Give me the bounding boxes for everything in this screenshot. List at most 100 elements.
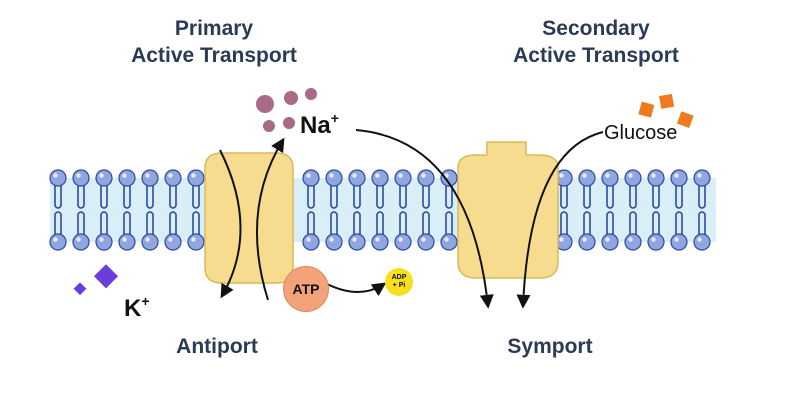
lipid-tail: [652, 184, 660, 209]
lipid-head: [394, 233, 412, 251]
lipid-tail: [698, 211, 706, 236]
lipid-head-highlight: [605, 173, 610, 178]
lipid-head-highlight: [168, 237, 173, 242]
antiport-label: Antiport: [176, 335, 258, 358]
lipid-head: [118, 169, 136, 187]
lipid-head: [417, 233, 435, 251]
lipid-head: [118, 233, 136, 251]
lipid-head-highlight: [329, 173, 334, 178]
lipid-head-highlight: [628, 237, 633, 242]
lipid-tail: [376, 184, 384, 209]
lipid-head-highlight: [122, 237, 127, 242]
primary-pump-protein: [204, 152, 294, 284]
secondary-transport-title: Secondary Active Transport: [466, 15, 726, 69]
lipid-head-highlight: [398, 173, 403, 178]
lipid-tail: [123, 184, 131, 209]
lipid-head-highlight: [306, 237, 311, 242]
lipid-head-highlight: [674, 237, 679, 242]
lipid-head: [164, 169, 182, 187]
lipid-head: [578, 169, 596, 187]
glucose-molecule: [659, 93, 675, 109]
lipid-head-highlight: [605, 237, 610, 242]
lipid-tail: [307, 211, 315, 236]
lipid-head-highlight: [329, 237, 334, 242]
lipid-tail: [77, 211, 85, 236]
lipid-head: [624, 169, 642, 187]
lipid-head: [693, 169, 711, 187]
lipid-tail: [560, 211, 568, 236]
lipid-tail: [560, 184, 568, 209]
lipid-tail: [330, 184, 338, 209]
glucose-molecule: [676, 111, 694, 128]
lipid-tail: [146, 184, 154, 209]
title-line: Primary: [174, 17, 254, 40]
lipid-head-highlight: [674, 173, 679, 178]
sodium-out-arrow: [256, 137, 285, 301]
lipid-head-highlight: [651, 237, 656, 242]
lipid-head: [578, 233, 596, 251]
lipid-head-highlight: [651, 173, 656, 178]
lipid-head-highlight: [697, 173, 702, 178]
lipid-head-highlight: [582, 173, 587, 178]
lipid-head: [371, 233, 389, 251]
lipid-bilayer: [49, 169, 716, 251]
lipid-head: [72, 233, 90, 251]
lipid-tail: [330, 211, 338, 236]
lipid-head-highlight: [697, 237, 702, 242]
lipid-head-highlight: [168, 173, 173, 178]
lipid-tail: [422, 211, 430, 236]
lipid-tail: [353, 211, 361, 236]
lipid-head: [670, 169, 688, 187]
glucose-symport-arrow: [516, 131, 604, 309]
sodium-ion: [305, 88, 317, 100]
lipid-head: [187, 233, 205, 251]
lipid-head: [394, 169, 412, 187]
lipid-head: [440, 233, 458, 251]
lipid-tail: [54, 211, 62, 236]
lipid-head-highlight: [53, 237, 58, 242]
lipid-tail: [422, 184, 430, 209]
lipid-head: [302, 169, 320, 187]
lipid-head-highlight: [375, 237, 380, 242]
lipid-head-highlight: [99, 173, 104, 178]
lipid-head-highlight: [352, 173, 357, 178]
lipid-head: [417, 169, 435, 187]
lipid-head: [693, 233, 711, 251]
lipid-tail: [54, 184, 62, 209]
lipid-head: [670, 233, 688, 251]
symport-protein: [457, 141, 559, 279]
lipid-tail: [376, 211, 384, 236]
lipid-head-highlight: [559, 237, 564, 242]
sodium-ion: [256, 95, 274, 113]
lipid-head: [325, 169, 343, 187]
lipid-head: [95, 169, 113, 187]
lipid-head: [49, 233, 67, 251]
glucose-label: Glucose: [604, 122, 678, 144]
lipid-tail: [353, 184, 361, 209]
lipid-head-highlight: [145, 173, 150, 178]
pi-text: + Pi: [392, 282, 406, 289]
lipid-tail: [100, 184, 108, 209]
lipid-head: [187, 169, 205, 187]
lipid-head-highlight: [145, 237, 150, 242]
potassium-in-arrow: [219, 149, 242, 299]
lipid-tail: [583, 211, 591, 236]
lipid-head: [72, 169, 90, 187]
lipid-tail: [698, 184, 706, 209]
lipid-tail: [652, 211, 660, 236]
lipid-head: [647, 233, 665, 251]
lipid-tail: [169, 184, 177, 209]
lipid-tail: [123, 211, 131, 236]
lipid-head-highlight: [375, 173, 380, 178]
lipid-tail: [606, 184, 614, 209]
adp-pi-molecule: ADP + Pi: [385, 268, 413, 296]
lipid-tail: [629, 184, 637, 209]
lipid-head-highlight: [559, 173, 564, 178]
title-line: Active Transport: [513, 44, 679, 67]
lipid-head: [141, 233, 159, 251]
lipid-tail: [445, 211, 453, 236]
sodium-label: Na+: [300, 110, 339, 139]
adp-text: ADP: [391, 274, 407, 281]
sodium-ion: [283, 117, 295, 129]
lipid-tail: [399, 211, 407, 236]
